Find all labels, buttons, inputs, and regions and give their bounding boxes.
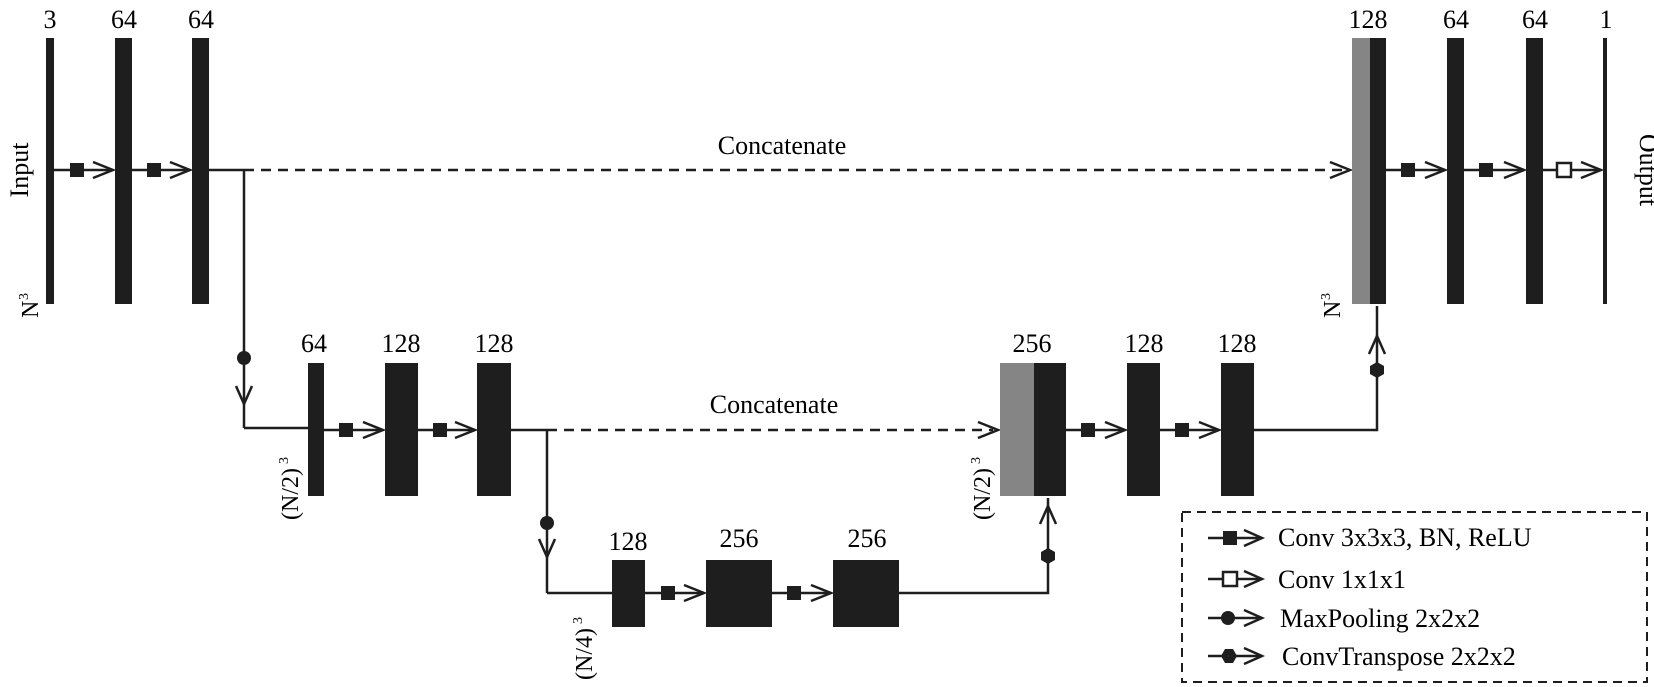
svg-text:3: 3 (969, 457, 984, 464)
conv1-arrow-output (1543, 160, 1605, 180)
channel-label-enc1-1: 64 (111, 5, 137, 34)
channel-label-enc2-2: 128 (475, 329, 514, 358)
feature-block-bottleneck-2 (833, 560, 899, 627)
input-label: Input (5, 142, 34, 198)
filled-circle-icon (1221, 611, 1235, 625)
svg-text:(N/2): (N/2) (970, 468, 996, 520)
dim-label-level2-left: (N/2) 3 (277, 457, 304, 520)
conv3-arrow-enc2-b (418, 420, 479, 440)
feature-block-enc1-0 (46, 38, 54, 304)
legend-item-convtranspose: ConvTranspose 2x2x2 (1208, 642, 1516, 671)
svg-text:(N/2): (N/2) (278, 468, 304, 520)
feature-block-dec2-0 (1034, 363, 1066, 496)
conv3-arrow-enc1-a (54, 160, 117, 180)
feature-block-bottleneck-1 (706, 560, 772, 627)
legend-item-maxpool: MaxPooling 2x2x2 (1208, 604, 1480, 633)
conv3-arrow-dec2-b (1160, 420, 1223, 440)
feature-block-dec2-2 (1221, 363, 1254, 496)
filled-hexagon-icon (1221, 649, 1237, 663)
conv3-arrow-enc2-a (324, 420, 387, 440)
dim-label-level1-left: N 3 (17, 293, 44, 318)
svg-text:N: N (18, 301, 44, 318)
dim-label-level1-right: N 3 (1319, 293, 1346, 318)
convtranspose-arrow-level2 (1254, 306, 1387, 432)
legend: Conv 3x3x3, BN, ReLU Conv 1x1x1 MaxPooli… (1181, 511, 1648, 683)
legend-item-conv1: Conv 1x1x1 (1208, 565, 1406, 594)
svg-text:N: N (1320, 301, 1346, 318)
channel-label-dec2-2: 128 (1218, 329, 1257, 358)
channel-label-dec1-0: 128 (1349, 5, 1388, 34)
concat-block-skip-level2 (1000, 363, 1034, 496)
legend-label-conv3: Conv 3x3x3, BN, ReLU (1278, 523, 1532, 552)
conv3-arrow-dec1-b (1464, 160, 1528, 180)
svg-text:3: 3 (277, 457, 292, 464)
output-label: Output (1634, 134, 1654, 207)
feature-block-dec1-2 (1526, 38, 1543, 304)
svg-text:3: 3 (17, 293, 32, 300)
feature-block-enc2-0 (308, 363, 324, 496)
legend-label-conv1: Conv 1x1x1 (1278, 565, 1406, 594)
channel-label-bottleneck-0: 128 (609, 527, 648, 556)
conv3-arrow-enc1-b (132, 160, 194, 180)
svg-text:(N/4): (N/4) (572, 628, 598, 680)
skip-arrowhead-level2 (977, 420, 1002, 440)
conv3-arrow-dec2-a (1066, 420, 1129, 440)
channel-label-bottleneck-2: 256 (848, 524, 887, 553)
legend-frame (1181, 511, 1648, 683)
conv3-arrow-dec1-a (1386, 160, 1449, 180)
channel-label-enc1-2: 64 (188, 5, 214, 34)
concatenate-label-top: Concatenate (718, 131, 847, 160)
svg-text:3: 3 (1319, 293, 1334, 300)
feature-block-dec1-0 (1370, 38, 1386, 304)
feature-block-dec2-1 (1127, 363, 1160, 496)
open-square-icon (1221, 570, 1239, 588)
channel-label-enc2-0: 64 (301, 329, 327, 358)
feature-block-bottleneck-0 (612, 560, 645, 627)
filled-square-icon (1223, 531, 1237, 545)
legend-label-maxpool: MaxPooling 2x2x2 (1280, 604, 1480, 633)
channel-label-dec1-1: 64 (1443, 5, 1469, 34)
channel-label-enc2-1: 128 (382, 329, 421, 358)
channel-label-enc1-0: 3 (44, 5, 57, 34)
channel-label-dec1-3: 1 (1600, 5, 1613, 34)
legend-item-conv3: Conv 3x3x3, BN, ReLU (1208, 523, 1532, 552)
svg-text:3: 3 (571, 617, 586, 624)
legend-label-convtranspose: ConvTranspose 2x2x2 (1282, 642, 1516, 671)
concat-block-skip-level1 (1352, 38, 1370, 304)
concatenate-label-middle: Concatenate (710, 390, 839, 419)
dim-label-level3: (N/4) 3 (571, 617, 598, 680)
dim-label-level2-right: (N/2) 3 (969, 457, 996, 520)
feature-block-dec1-1 (1447, 38, 1464, 304)
channel-label-dec1-2: 64 (1522, 5, 1548, 34)
feature-block-enc2-1 (385, 363, 418, 496)
maxpool-arrow-level2 (537, 430, 557, 593)
skip-arrowhead-level1 (1329, 160, 1354, 180)
channel-label-dec2-0: 256 (1013, 329, 1052, 358)
channel-label-bottleneck-1: 256 (720, 524, 759, 553)
maxpool-arrow-level1 (234, 170, 254, 428)
conv3-arrow-bottleneck-b (772, 583, 835, 603)
conv3-arrow-bottleneck-a (645, 583, 708, 603)
feature-block-enc1-1 (115, 38, 132, 304)
feature-block-enc1-2 (192, 38, 209, 304)
feature-block-output (1603, 38, 1607, 304)
convtranspose-arrow-level3 (899, 498, 1058, 595)
channel-label-dec2-1: 128 (1125, 329, 1164, 358)
feature-block-enc2-2 (477, 363, 511, 496)
